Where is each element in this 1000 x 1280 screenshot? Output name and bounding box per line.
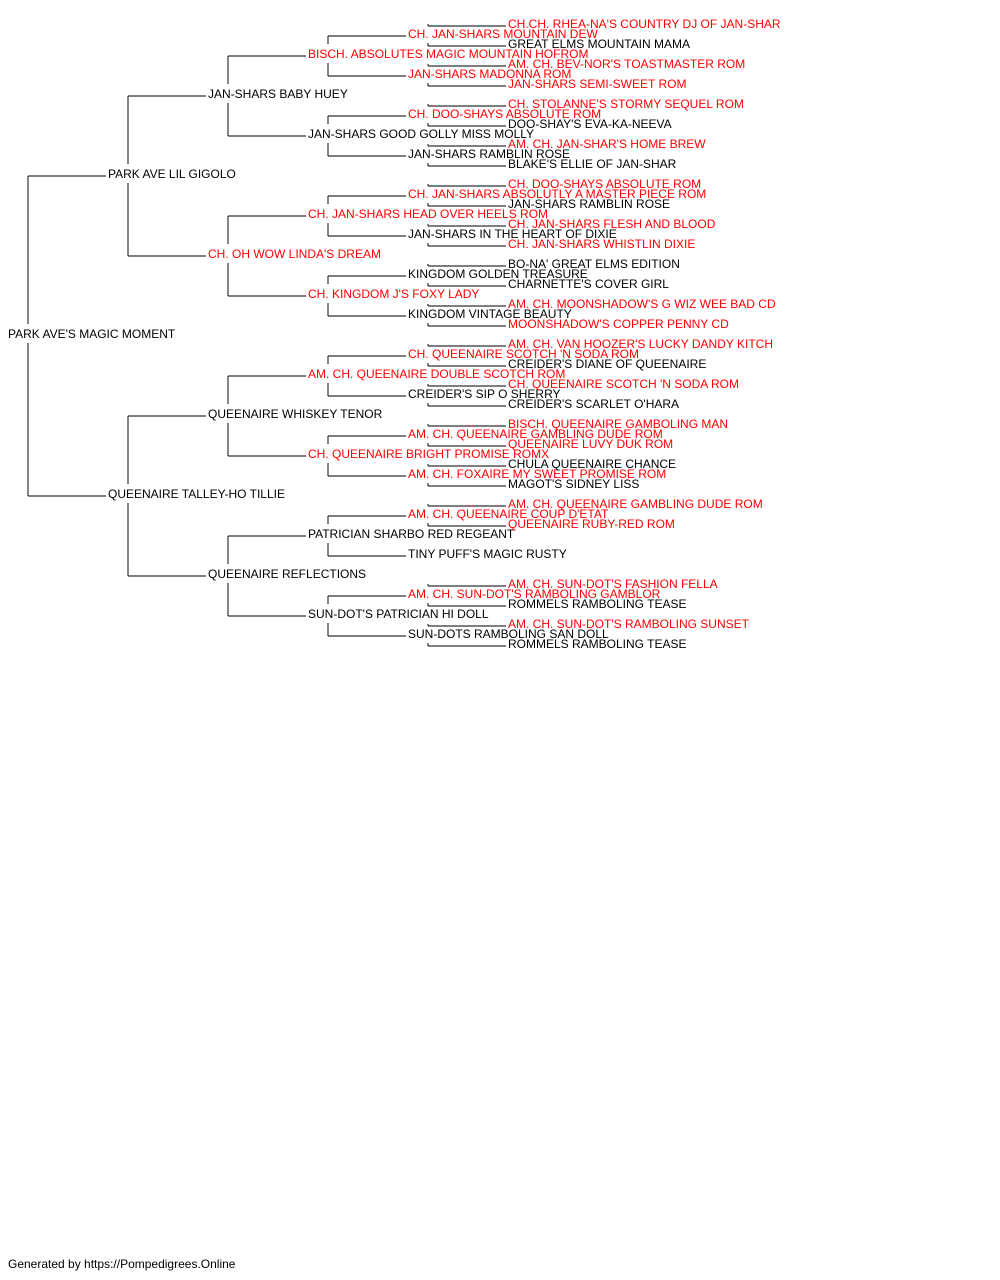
pedigree-generation5-entry: CHULA QUEENAIRE CHANCE — [508, 457, 676, 471]
pedigree-generation4-entry: CH. JAN-SHARS MOUNTAIN DEW — [408, 27, 598, 41]
pedigree-generation4-entry: JAN-SHARS RAMBLIN ROSE — [408, 147, 570, 161]
pedigree-generation2-entry: QUEENAIRE WHISKEY TENOR — [208, 407, 383, 421]
pedigree-generation3-entry: AM. CH. QUEENAIRE DOUBLE SCOTCH ROM — [308, 367, 565, 381]
pedigree-generation3-entry: CH. KINGDOM J'S FOXY LADY — [308, 287, 479, 301]
pedigree-generation4-entry: JAN-SHARS MADONNA ROM — [408, 67, 571, 81]
pedigree-generation3-entry: JAN-SHARS GOOD GOLLY MISS MOLLY — [308, 127, 534, 141]
pedigree-generation5-entry: QUEENAIRE RUBY-RED ROM — [508, 517, 675, 531]
pedigree-generation4-entry: CH. DOO-SHAYS ABSOLUTE ROM — [408, 107, 601, 121]
footer-credit: Generated by https://Pompedigrees.Online — [8, 1257, 236, 1271]
pedigree-generation5-entry: AM. CH. VAN HOOZER'S LUCKY DANDY KITCH — [508, 337, 773, 351]
pedigree-generation1-entry: QUEENAIRE TALLEY-HO TILLIE — [108, 487, 285, 501]
pedigree-generation4-entry: CREIDER'S SIP O SHERRY — [408, 387, 561, 401]
pedigree-generation3-entry: SUN-DOT'S PATRICIAN HI DOLL — [308, 607, 489, 621]
pedigree-generation5-entry: MOONSHADOW'S COPPER PENNY CD — [508, 317, 729, 331]
pedigree-generation5-entry: CH. STOLANNE'S STORMY SEQUEL ROM — [508, 97, 744, 111]
pedigree-generation5-entry: ROMMELS RAMBOLING TEASE — [508, 597, 686, 611]
pedigree-generation4-entry: JAN-SHARS IN THE HEART OF DIXIE — [408, 227, 617, 241]
pedigree-generation5-entry: AM. CH. JAN-SHAR'S HOME BREW — [508, 137, 706, 151]
pedigree-generation5-entry: GREAT ELMS MOUNTAIN MAMA — [508, 37, 690, 51]
pedigree-generation3-entry: PATRICIAN SHARBO RED REGEANT — [308, 527, 515, 541]
pedigree-generation4-entry: CH. QUEENAIRE SCOTCH 'N SODA ROM — [408, 347, 639, 361]
pedigree-generation4-entry: TINY PUFF'S MAGIC RUSTY — [408, 547, 567, 561]
pedigree-labels: PARK AVE'S MAGIC MOMENT PARK AVE LIL GIGO… — [8, 17, 781, 651]
pedigree-generation5-entry: BLAKE'S ELLIE OF JAN-SHAR — [508, 157, 677, 171]
pedigree-generation5-entry: CH. JAN-SHARS FLESH AND BLOOD — [508, 217, 716, 231]
pedigree-generation5-entry: DOO-SHAY'S EVA-KA-NEEVA — [508, 117, 672, 131]
pedigree-generation5-entry: QUEENAIRE LUVY DUK ROM — [508, 437, 673, 451]
pedigree-generation5-entry: CH. QUEENAIRE SCOTCH 'N SODA ROM — [508, 377, 739, 391]
pedigree-generation5-entry: AM. CH. MOONSHADOW'S G WIZ WEE BAD CD — [508, 297, 776, 311]
pedigree-generation5-entry: MAGOT'S SIDNEY LISS — [508, 477, 639, 491]
pedigree-generation2-entry: JAN-SHARS BABY HUEY — [208, 87, 348, 101]
pedigree-generation5-entry: BISCH. QUEENAIRE GAMBOLING MAN — [508, 417, 728, 431]
pedigree-generation4-entry: AM. CH. FOXAIRE MY SWEET PROMISE ROM — [408, 467, 666, 481]
pedigree-generation3-entry: CH. JAN-SHARS HEAD OVER HEELS ROM — [308, 207, 548, 221]
pedigree-subject: PARK AVE'S MAGIC MOMENT — [8, 327, 176, 341]
pedigree-generation5-entry: AM. CH. SUN-DOT'S RAMBOLING SUNSET — [508, 617, 750, 631]
pedigree-connectors — [27, 24, 506, 647]
pedigree-generation5-entry: CREIDER'S SCARLET O'HARA — [508, 397, 679, 411]
pedigree-generation1-entry: PARK AVE LIL GIGOLO — [108, 167, 236, 181]
pedigree-generation5-entry: JAN-SHARS RAMBLIN ROSE — [508, 197, 670, 211]
pedigree-generation5-entry: JAN-SHARS SEMI-SWEET ROM — [508, 77, 686, 91]
pedigree-generation4-entry: AM. CH. QUEENAIRE GAMBLING DUDE ROM — [408, 427, 663, 441]
pedigree-generation4-entry: KINGDOM GOLDEN TREASURE — [408, 267, 588, 281]
pedigree-generation5-entry: AM. CH. BEV-NOR'S TOASTMASTER ROM — [508, 57, 745, 71]
pedigree-generation4-entry: AM. CH. SUN-DOT'S RAMBOLING GAMBLOR — [408, 587, 661, 601]
pedigree-generation5-entry: CH. JAN-SHARS WHISTLIN DIXIE — [508, 237, 695, 251]
pedigree-generation5-entry: AM. CH. QUEENAIRE GAMBLING DUDE ROM — [508, 497, 763, 511]
pedigree-generation5-entry: CHARNETTE'S COVER GIRL — [508, 277, 669, 291]
pedigree-generation5-entry: AM. CH. SUN-DOT'S FASHION FELLA — [508, 577, 718, 591]
pedigree-generation4-entry: CH. JAN-SHARS ABSOLUTLY A MASTER PIECE R… — [408, 187, 706, 201]
pedigree-generation5-entry: CH. DOO-SHAYS ABSOLUTE ROM — [508, 177, 701, 191]
pedigree-generation5-entry: CREIDER'S DIANE OF QUEENAIRE — [508, 357, 706, 371]
pedigree-generation5-entry: ROMMELS RAMBOLING TEASE — [508, 637, 686, 651]
pedigree-generation5-entry: BO-NA' GREAT ELMS EDITION — [508, 257, 680, 271]
pedigree-generation4-entry: KINGDOM VINTAGE BEAUTY — [408, 307, 572, 321]
pedigree-generation3-entry: BISCH. ABSOLUTES MAGIC MOUNTAIN HOFROM — [308, 47, 588, 61]
pedigree-generation2-entry: CH. OH WOW LINDA'S DREAM — [208, 247, 381, 261]
pedigree-generation3-entry: CH. QUEENAIRE BRIGHT PROMISE ROMX — [308, 447, 549, 461]
pedigree-generation5-entry: CH.CH. RHEA-NA'S COUNTRY DJ OF JAN-SHAR — [508, 17, 781, 31]
pedigree-generation4-entry: AM. CH. QUEENAIRE COUP D'ETAT — [408, 507, 609, 521]
pedigree-generation4-entry: SUN-DOTS RAMBOLING SAN DOLL — [408, 627, 609, 641]
pedigree-generation2-entry: QUEENAIRE REFLECTIONS — [208, 567, 366, 581]
